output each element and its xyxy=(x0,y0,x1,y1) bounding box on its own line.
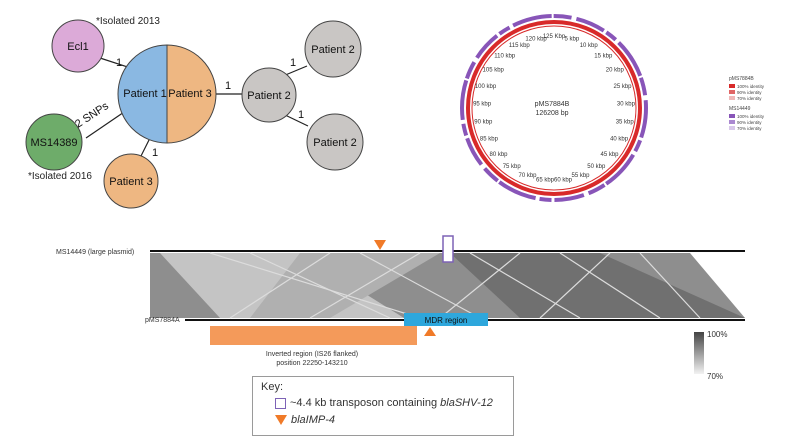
inverted-region-label-1: Inverted region (IS26 flanked) xyxy=(266,351,358,358)
plasmid-center-size: 126208 bp xyxy=(535,110,568,117)
node-patient2-center-label: Patient 2 xyxy=(247,90,290,102)
node-patient2-bottom-label: Patient 2 xyxy=(313,137,356,149)
key-item1-text: ~4.4 kb transposon containing xyxy=(290,397,441,409)
plasmid-tick-label: 30 kbp xyxy=(617,102,636,108)
mdr-region-bar xyxy=(404,313,488,326)
legend-group1-item2: 90% identity xyxy=(737,90,762,95)
plasmid-alignment: MS14449 (large plasmid) pMS7884A MDR reg… xyxy=(56,235,745,381)
plasmid-tick-label: 5 kbp xyxy=(565,36,580,42)
inverted-region-bar xyxy=(210,326,417,345)
node-patient1-half xyxy=(117,44,168,144)
edge-center-label: 1 xyxy=(225,80,231,92)
node-patient2-center xyxy=(241,67,297,123)
plasmid-tick-label: 65 kbp xyxy=(536,177,555,183)
plasmid-tick-label: 75 kbp xyxy=(503,164,522,170)
edge-p2-bottom-label: 1 xyxy=(298,109,304,121)
edge-ms14389-label: 2 SNPs xyxy=(73,100,111,131)
key-item2-text: blaIMP-4 xyxy=(291,414,336,426)
plasmid-tick-label: 35 kbp xyxy=(616,120,635,126)
legend-group1-item1: 100% identity xyxy=(737,84,765,89)
plasmid-tick-label: 100 kbp xyxy=(475,84,497,90)
key-row-blaimp4: blaIMP-4 xyxy=(275,414,335,426)
orange-triangle-icon xyxy=(275,415,287,426)
node-ms14389-label: MS14389 xyxy=(30,137,77,149)
blaimp4-marker-bottom xyxy=(424,327,436,336)
node-ecl1 xyxy=(51,19,105,73)
node-patient2-bottom xyxy=(306,113,364,171)
plasmid-tick-label: 55 kbp xyxy=(571,173,590,179)
plasmid-legend: pMS7884B 100% identity 90% identity 70% … xyxy=(729,76,765,131)
alignment-top-label: MS14449 (large plasmid) xyxy=(56,249,134,256)
legend-swatch-red-100 xyxy=(729,84,735,88)
plasmid-tick-label: 20 kbp xyxy=(606,67,625,73)
legend-group2-item3: 70% identity xyxy=(737,126,762,131)
legend-group2-item2: 90% identity xyxy=(737,120,762,125)
key-row-transposon: ~4.4 kb transposon containing blaSHV-12 xyxy=(275,397,493,409)
node-patient3-bottom-label: Patient 3 xyxy=(109,176,152,188)
node-patient2-top xyxy=(304,20,362,78)
node-ecl1-label: Ecl1 xyxy=(67,41,88,53)
node-patient3-half xyxy=(166,44,217,144)
legend-group1-item3: 70% identity xyxy=(737,96,762,101)
plasmid-tick-label: 50 kbp xyxy=(587,164,606,170)
plasmid-tick-label: 110 kbp xyxy=(494,54,516,60)
legend-group1-title: pMS7884B xyxy=(729,76,754,82)
key-title: Key: xyxy=(261,381,284,393)
plasmid-tick-label: 105 kbp xyxy=(483,67,505,73)
blaimp4-marker-top xyxy=(374,240,386,250)
key-item1-gene: blaSHV-12 xyxy=(440,397,493,409)
legend-swatch-purple-70 xyxy=(729,126,735,130)
legend-group2-item1: 100% identity xyxy=(737,114,765,119)
synteny-block-dark xyxy=(450,253,745,318)
transposon-box-marker xyxy=(442,235,454,263)
plasmid-ring-red xyxy=(466,20,642,196)
plasmid-ring-outer-purple xyxy=(460,14,648,202)
plasmid-tick-label: 25 kbp xyxy=(613,84,632,90)
plasmid-center-name: pMS7884B xyxy=(535,101,570,108)
node-ms14389 xyxy=(25,113,83,171)
plasmid-ring-inner xyxy=(471,25,637,191)
plasmid-tick-label: 90 kbp xyxy=(474,120,493,126)
plasmid-tick-label: 125 Kbp xyxy=(543,34,566,40)
legend-group2-title: MS14449 xyxy=(729,106,751,112)
alignment-bottom-label: pMS7884A xyxy=(145,317,180,324)
edge-patient3bottom-patient1 xyxy=(139,137,151,159)
inverted-region-label-2: position 22250-143210 xyxy=(276,360,347,367)
identity-scale-max: 100% xyxy=(707,330,727,339)
isolated-2013-label: *Isolated 2013 xyxy=(96,16,160,27)
plasmid-tick-label: 60 kbp xyxy=(554,177,573,183)
edge-ecl1-label: 1 xyxy=(116,57,122,69)
plasmid-tick-label: 120 kbp xyxy=(525,36,547,42)
node-patient2-top-label: Patient 2 xyxy=(311,44,354,56)
plasmid-tick-label: 85 kbp xyxy=(480,137,499,143)
edge-patient3-label: 1 xyxy=(152,147,158,159)
identity-scale-bar xyxy=(694,332,704,374)
legend-swatch-purple-90 xyxy=(729,120,735,124)
isolated-2016-label: *Isolated 2016 xyxy=(28,171,92,182)
plasmid-tick-label: 15 kbp xyxy=(594,54,613,60)
legend-swatch-red-70 xyxy=(729,96,735,100)
edge-p2-top-label: 1 xyxy=(290,57,296,69)
transposon-square-icon xyxy=(275,397,286,409)
plasmid-tick-label: 40 kbp xyxy=(610,137,629,143)
edge-patient2-bottom xyxy=(282,113,309,127)
legend-swatch-purple-100 xyxy=(729,114,735,118)
plasmid-tick-label: 80 kbp xyxy=(489,152,508,158)
mdr-region-label: MDR region xyxy=(425,316,468,325)
plasmid-tick-label: 115 kbp xyxy=(509,43,531,49)
plasmid-tick-label: 10 kbp xyxy=(580,43,599,49)
key-box: Key: ~4.4 kb transposon containing blaSH… xyxy=(252,376,514,436)
node-patient1-label: Patient 1 xyxy=(123,88,166,100)
legend-swatch-red-90 xyxy=(729,90,735,94)
node-patient3-bottom xyxy=(103,153,159,209)
plasmid-tick-label: 45 kbp xyxy=(600,152,619,158)
synteny-crosslines xyxy=(209,252,701,319)
plasmid-tick-label: 70 kbp xyxy=(518,173,537,179)
node-patient3-split-label: Patient 3 xyxy=(168,88,211,100)
plasmid-tick-label: 95 kbp xyxy=(473,102,492,108)
identity-scale-min: 70% xyxy=(707,372,723,381)
